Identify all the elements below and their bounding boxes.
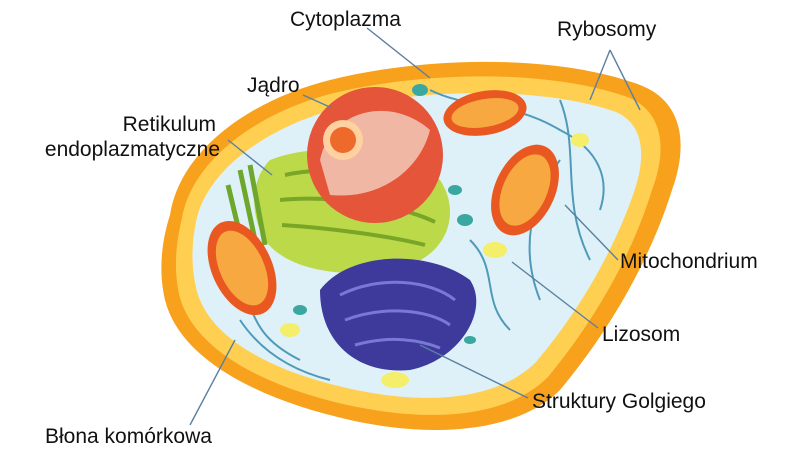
- label-cytoplasm: Cytoplazma: [290, 8, 401, 32]
- label-membrane: Błona komórkowa: [45, 425, 212, 449]
- label-ribosomes: Rybosomy: [557, 18, 656, 42]
- label-er-line1: Retikulum: [86, 113, 216, 137]
- nucleus: [307, 87, 443, 223]
- label-er-line2: endoplazmatyczne: [10, 138, 220, 162]
- label-lysosome: Lizosom: [602, 323, 680, 347]
- label-golgi: Struktury Golgiego: [532, 390, 706, 414]
- label-nucleus: Jądro: [247, 74, 300, 98]
- label-mitochondrion: Mitochondrium: [620, 250, 758, 274]
